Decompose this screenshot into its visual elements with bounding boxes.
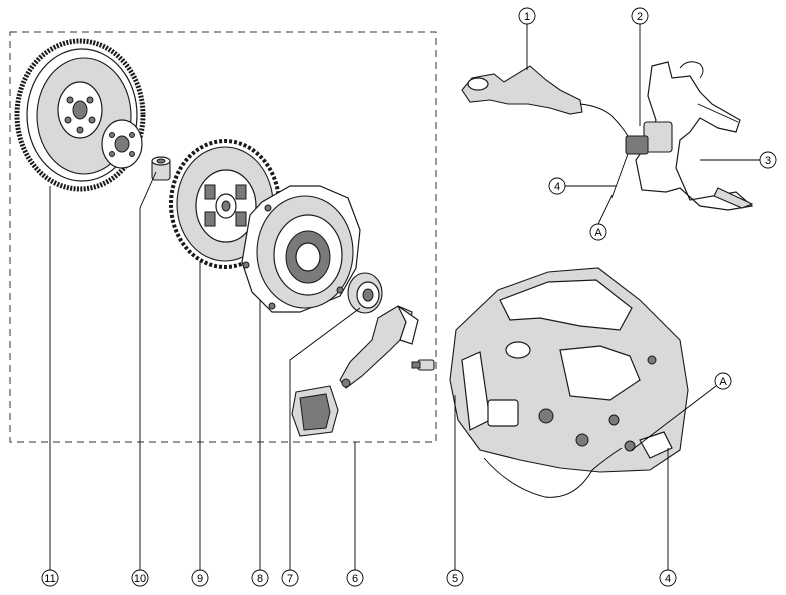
hydraulic-line xyxy=(483,447,623,498)
callout-a-right-label: A xyxy=(719,376,727,388)
pressure-plate xyxy=(241,185,361,313)
callout-6-label: 6 xyxy=(352,573,358,585)
leader-a-right xyxy=(631,385,717,451)
callout-11: 11 xyxy=(41,569,59,587)
leader-7 xyxy=(289,307,361,570)
clutch-pedal-assembly xyxy=(611,61,754,211)
callout-5: 5 xyxy=(446,569,464,587)
callout-3: 3 xyxy=(759,151,777,169)
callout-3-label: 3 xyxy=(765,155,771,167)
master-cylinder-reservoir xyxy=(461,65,629,137)
release-bearing xyxy=(347,272,383,314)
callout-7: 7 xyxy=(281,569,299,587)
callout-4-top: 4 xyxy=(548,177,566,195)
dashed-group-box xyxy=(9,31,437,443)
callout-11-label: 11 xyxy=(44,573,55,585)
transaxle xyxy=(449,267,689,473)
callout-4-bottom: 4 xyxy=(659,569,677,587)
callout-9-label: 9 xyxy=(197,573,203,585)
release-fork xyxy=(339,305,419,389)
pivot-bolt xyxy=(411,359,435,371)
callout-a-top: A xyxy=(589,223,607,241)
pilot-bearing xyxy=(151,156,171,181)
callout-8: 8 xyxy=(251,569,269,587)
callout-10-label: 10 xyxy=(134,573,146,585)
callout-7-label: 7 xyxy=(287,573,293,585)
callout-6: 6 xyxy=(346,569,364,587)
callout-4-top-label: 4 xyxy=(554,181,560,193)
callout-8-label: 8 xyxy=(257,573,263,585)
callout-10: 10 xyxy=(131,569,149,587)
leader-10 xyxy=(139,171,157,570)
callout-4-bottom-label: 4 xyxy=(665,573,671,585)
callout-a-top-label: A xyxy=(594,227,602,239)
callout-5-label: 5 xyxy=(452,573,458,585)
leader-a-top xyxy=(597,194,613,225)
flywheel xyxy=(14,38,146,192)
fork-boot xyxy=(291,385,339,437)
callout-1-label: 1 xyxy=(524,11,530,23)
callout-2-label: 2 xyxy=(637,11,643,23)
callout-2: 2 xyxy=(631,7,649,25)
callout-a-right: A xyxy=(714,372,732,390)
callout-9: 9 xyxy=(191,569,209,587)
callout-1: 1 xyxy=(518,7,536,25)
